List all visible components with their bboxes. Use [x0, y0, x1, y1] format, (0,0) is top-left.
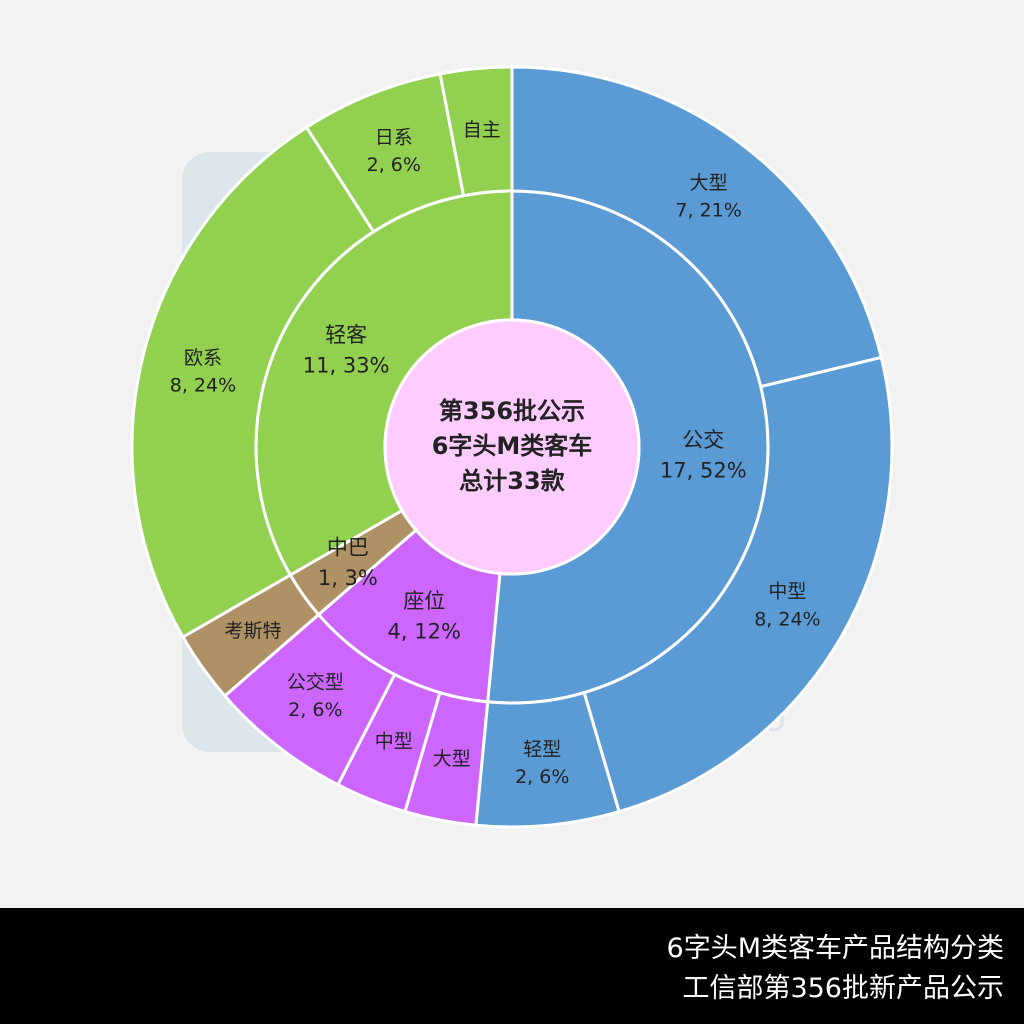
- footer-banner: 6字头M类客车产品结构分类 工信部第356批新产品公示: [0, 908, 1024, 1024]
- sunburst-chart: 公交 17, 52% 座位 4, 12% 中巴 1, 3% 轻客 11, 33% 大型 7, 21…: [130, 65, 894, 829]
- outer-label-公交-轻型: 2, 6%: [515, 766, 569, 788]
- outer-label-公交-中型: 中型: [768, 581, 806, 603]
- outer-segment-公交-中型[interactable]: [582, 355, 894, 814]
- outer-label-座位-中型: 中型: [375, 731, 413, 753]
- inner-label-中巴: 1, 3%: [318, 566, 378, 590]
- outer-label-公交-大型: 大型: [690, 172, 728, 194]
- center-label: 第356批公示: [439, 397, 585, 425]
- outer-segment-轻客-自主[interactable]: [438, 65, 514, 198]
- inner-label-座位: 4, 12%: [388, 619, 461, 643]
- footer-line-2: 工信部第356批新产品公示: [682, 973, 1004, 1004]
- outer-label-中巴-考斯特: 考斯特: [224, 620, 281, 642]
- center-circle: [383, 318, 641, 576]
- inner-label-公交: 17, 52%: [660, 458, 747, 482]
- footer-line-1: 6字头M类客车产品结构分类: [666, 933, 1004, 964]
- outer-label-公交-中型: 8, 24%: [754, 608, 820, 630]
- outer-segment-公交-大型[interactable]: [510, 65, 884, 389]
- outer-label-座位-大型: 大型: [433, 748, 471, 770]
- outer-label-轻客-日系: 日系: [375, 127, 413, 149]
- outer-segment-轻客-欧系[interactable]: [130, 125, 376, 640]
- outer-label-公交-大型: 7, 21%: [675, 199, 741, 221]
- inner-label-座位: 座位: [403, 589, 445, 613]
- inner-label-轻客: 11, 33%: [303, 353, 390, 377]
- outer-label-座位-公交型: 2, 6%: [288, 699, 342, 721]
- inner-label-轻客: 轻客: [325, 323, 367, 347]
- outer-label-轻客-欧系: 欧系: [184, 347, 222, 369]
- center-label: 6字头M类客车: [432, 432, 593, 460]
- outer-label-轻客-欧系: 8, 24%: [170, 374, 236, 396]
- inner-label-中巴: 中巴: [327, 536, 369, 560]
- center-label: 总计33款: [459, 467, 565, 495]
- outer-label-轻客-日系: 2, 6%: [367, 154, 421, 176]
- outer-label-公交-轻型: 轻型: [523, 738, 561, 760]
- outer-label-座位-公交型: 公交型: [287, 672, 344, 694]
- inner-label-公交: 公交: [682, 428, 724, 452]
- outer-label-轻客-自主: 自主: [463, 119, 501, 141]
